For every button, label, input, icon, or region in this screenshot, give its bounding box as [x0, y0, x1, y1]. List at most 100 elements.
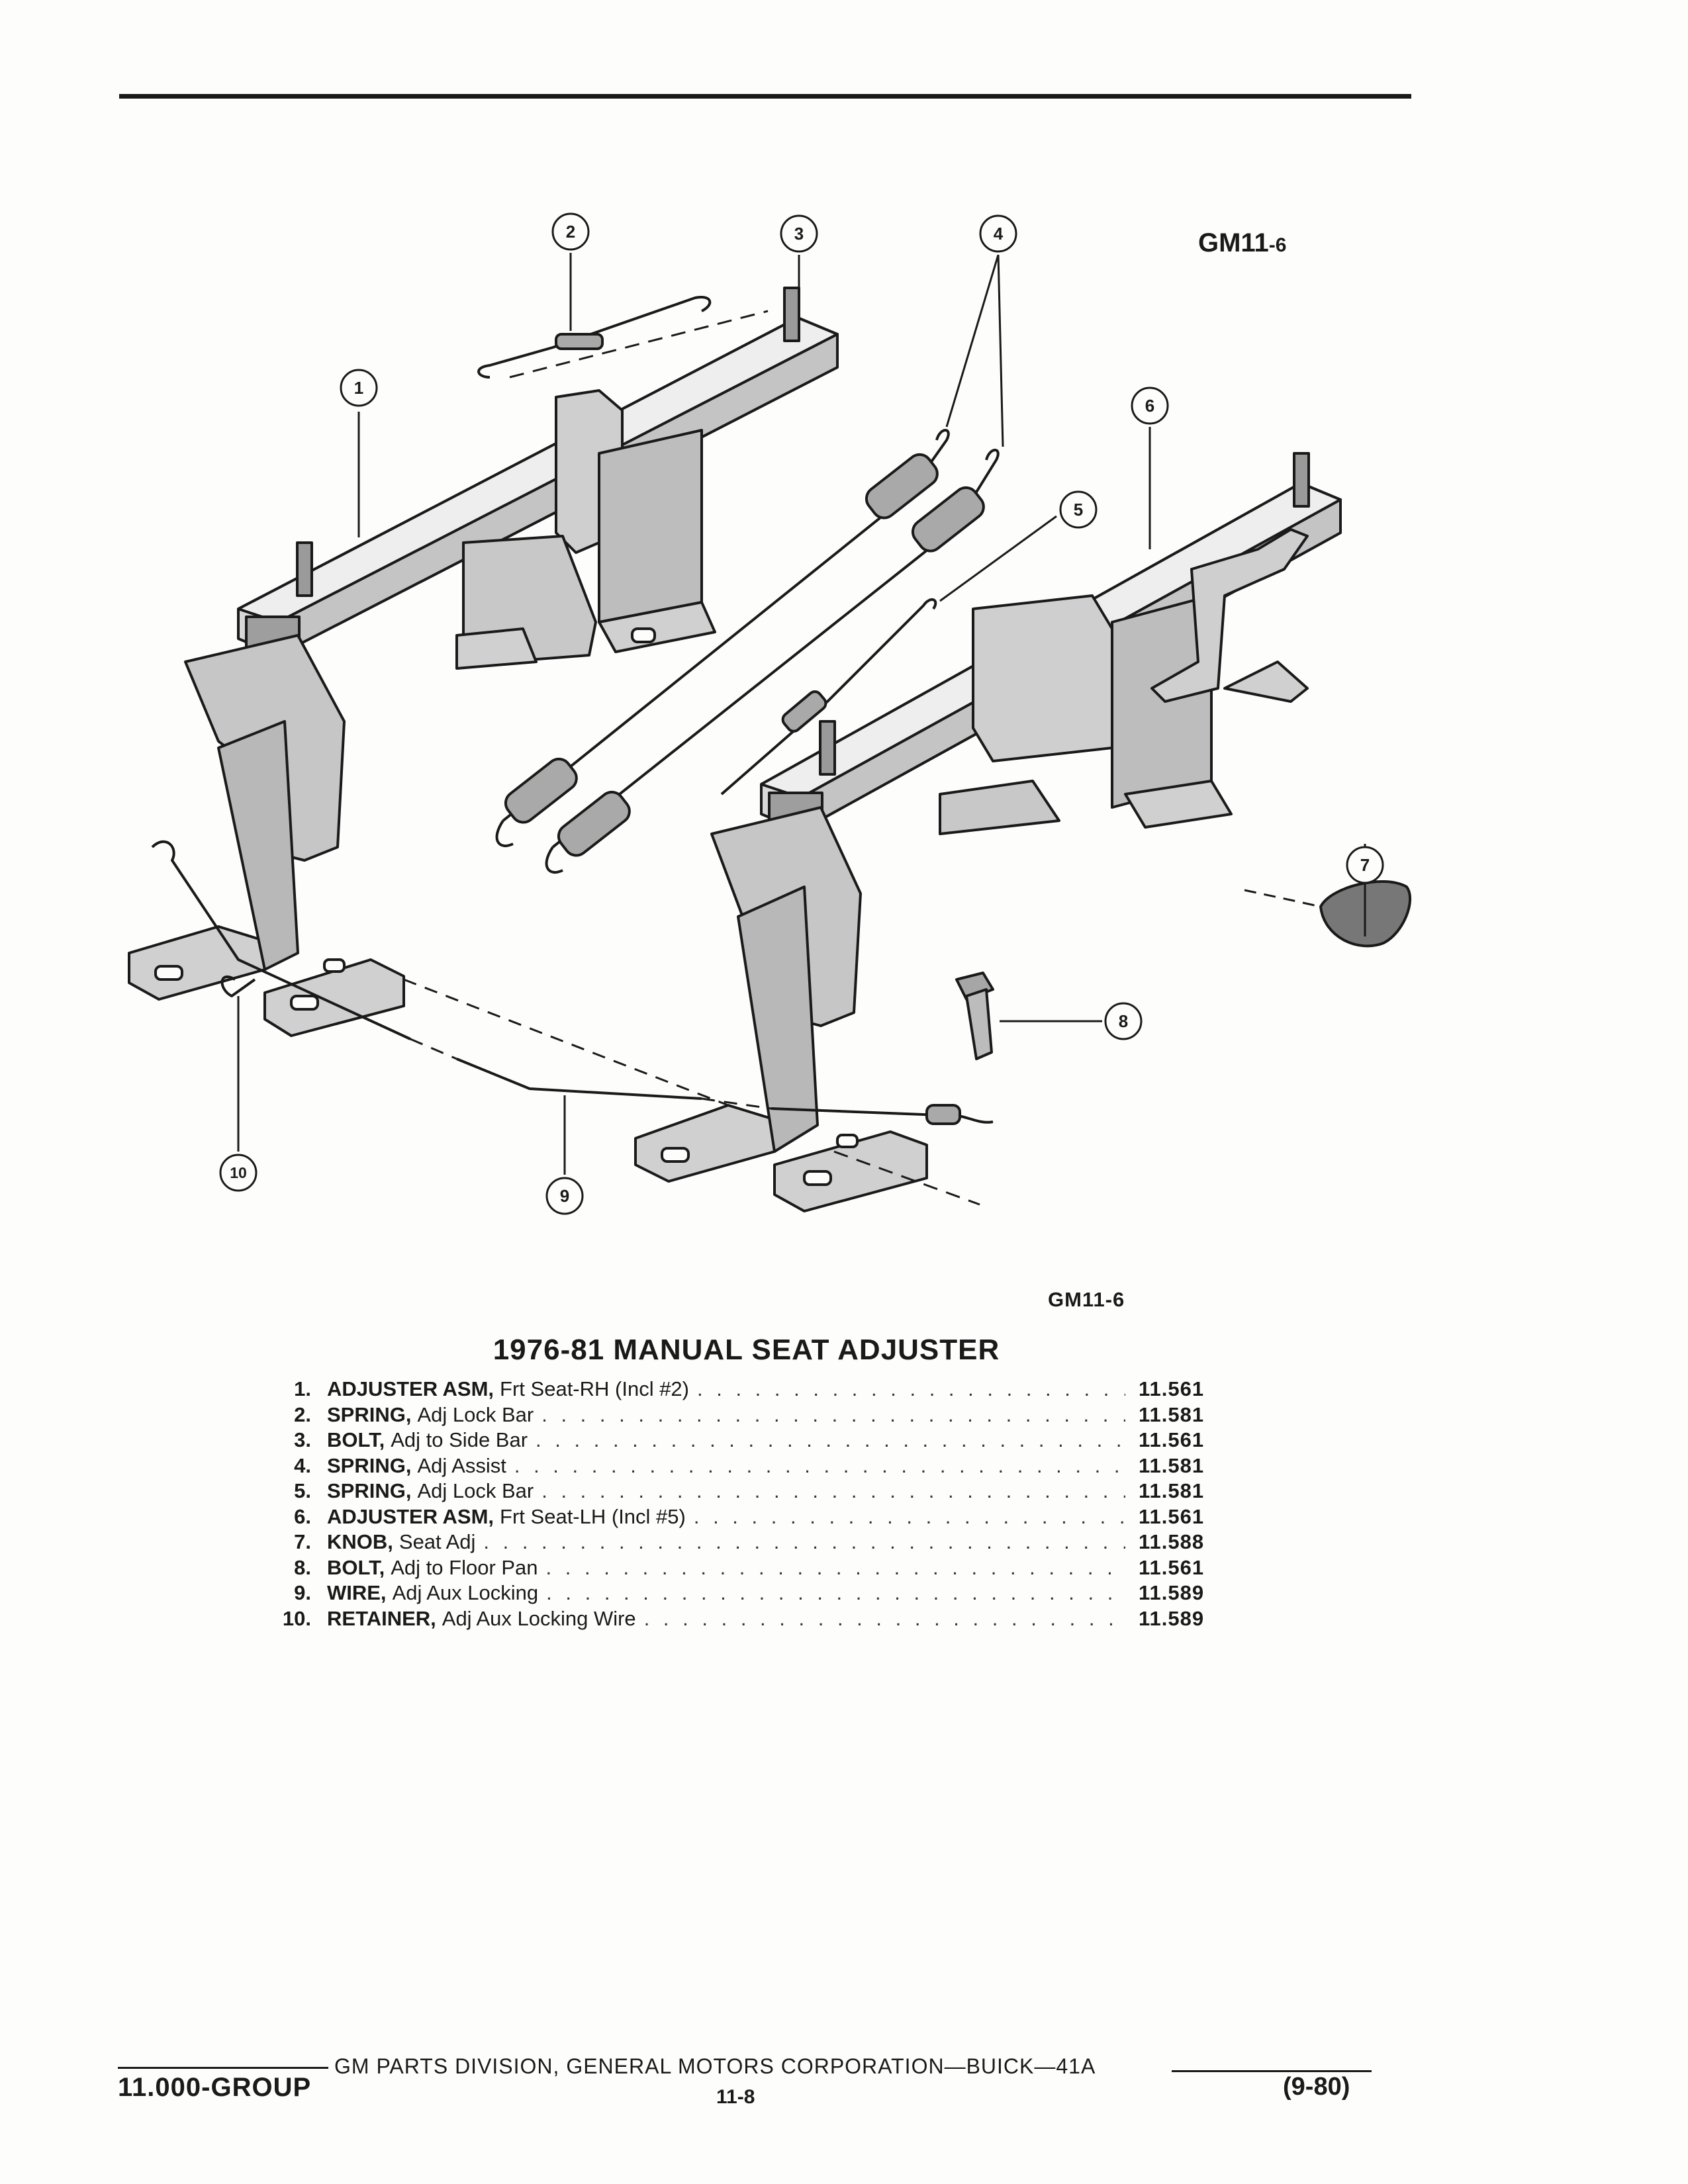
part-name: RETAINER, [327, 1606, 436, 1630]
callout-5-label: 5 [1074, 500, 1083, 520]
part-name: SPRING, [327, 1453, 412, 1477]
seat-adjuster-diagram: 1 2 3 4 5 6 7 8 9 10 [128, 212, 1411, 1215]
group-number: 11.581 [1139, 1453, 1205, 1477]
rh-adjuster-assembly [128, 287, 839, 1037]
part-number: 10. [282, 1606, 311, 1630]
footer-publisher: GM PARTS DIVISION, GENERAL MOTORS CORPOR… [334, 2054, 1096, 2078]
page-number: 11-8 [716, 2086, 755, 2108]
leader-lines [237, 253, 1366, 1175]
part-number: 6. [294, 1504, 311, 1528]
bolt-8 [955, 972, 994, 1060]
part-description: Seat Adj [399, 1530, 476, 1553]
callout-1-label: 1 [354, 378, 363, 398]
footer-date: (9-80) [1283, 2073, 1350, 2101]
callout-8 [1104, 1002, 1143, 1040]
callout-2 [551, 212, 590, 251]
part-number: 7. [294, 1530, 311, 1553]
part-number: 2. [294, 1402, 311, 1426]
illustration-code: GM11-6 [1198, 228, 1287, 257]
part-name: SPRING, [327, 1479, 412, 1502]
callout-6-label: 6 [1145, 396, 1154, 416]
part-number: 5. [294, 1479, 311, 1502]
callouts [219, 212, 1384, 1215]
part-number: 9. [294, 1581, 311, 1604]
part-description: Adj Assist [417, 1453, 506, 1477]
callout-7 [1346, 846, 1384, 884]
lh-adjuster-assembly [634, 452, 1342, 1212]
dot-leader [536, 1428, 1125, 1453]
list-item: 1. ADJUSTER ASM, Frt Seat-RH (Incl #2) 1… [265, 1377, 1258, 1402]
list-item: 5. SPRING, Adj Lock Bar 11.581 [265, 1479, 1258, 1504]
parts-list: 1. ADJUSTER ASM, Frt Seat-RH (Incl #2) 1… [265, 1377, 1258, 1631]
list-item: 10. RETAINER, Adj Aux Locking Wire 11.58… [265, 1606, 1258, 1632]
part-description: Adj to Floor Pan [391, 1555, 538, 1579]
dot-leader [697, 1377, 1125, 1402]
group-number: 11.581 [1139, 1479, 1205, 1502]
dot-leader [514, 1453, 1125, 1479]
part-description: Frt Seat-LH (Incl #5) [500, 1504, 686, 1528]
page-title: 1976-81 MANUAL SEAT ADJUSTER [492, 1334, 1000, 1366]
dot-leader [546, 1555, 1125, 1580]
dot-leader [541, 1479, 1125, 1504]
footer-rule-right [1172, 2070, 1372, 2072]
callout-10-label: 10 [230, 1164, 247, 1181]
part-description: Adj Lock Bar [417, 1479, 534, 1502]
dot-leader [546, 1580, 1125, 1606]
callout-7-label: 7 [1360, 855, 1370, 875]
group-number: 11.561 [1139, 1555, 1205, 1579]
list-item: 4. SPRING, Adj Assist 11.581 [265, 1453, 1258, 1479]
callout-1 [340, 369, 378, 407]
spring-2 [477, 296, 712, 379]
callout-4 [979, 214, 1017, 253]
callout-8-label: 8 [1119, 1011, 1128, 1031]
list-item: 9. WIRE, Adj Aux Locking 11.589 [265, 1580, 1258, 1606]
spring-5 [720, 598, 937, 796]
group-number: 11.588 [1139, 1530, 1205, 1553]
retainer-10 [220, 975, 256, 997]
group-number: 11.561 [1139, 1377, 1205, 1400]
part-description: Adj to Side Bar [391, 1428, 528, 1451]
callout-9-label: 9 [560, 1186, 569, 1206]
spring-4 [495, 429, 1000, 874]
dot-leader [541, 1402, 1125, 1428]
part-description: Adj Aux Locking [392, 1581, 539, 1604]
callout-4-label: 4 [994, 224, 1004, 244]
list-item: 3. BOLT, Adj to Side Bar 11.561 [265, 1428, 1258, 1453]
group-number: 11.561 [1139, 1504, 1205, 1528]
part-name: KNOB, [327, 1530, 393, 1553]
top-rule [119, 94, 1411, 99]
callout-10 [219, 1154, 258, 1192]
dot-leader [483, 1529, 1125, 1555]
group-number: 11.589 [1139, 1581, 1205, 1604]
part-description: Adj Lock Bar [417, 1402, 534, 1426]
part-number: 3. [294, 1428, 311, 1451]
callout-5 [1059, 490, 1098, 529]
callout-2-label: 2 [566, 222, 575, 242]
list-item: 6. ADJUSTER ASM, Frt Seat-LH (Incl #5) 1… [265, 1504, 1258, 1530]
part-name: WIRE, [327, 1581, 387, 1604]
callout-9 [545, 1177, 584, 1215]
part-number: 1. [294, 1377, 311, 1400]
part-name: BOLT, [327, 1555, 385, 1579]
part-name: ADJUSTER ASM, [327, 1504, 494, 1528]
dot-leader [644, 1606, 1125, 1631]
part-number: 8. [294, 1555, 311, 1579]
part-number: 4. [294, 1453, 311, 1477]
part-name: SPRING, [327, 1402, 412, 1426]
footer-rule-left [118, 2067, 328, 2069]
caption-code: GM11-6 [1048, 1288, 1125, 1311]
list-item: 7. KNOB, Seat Adj 11.588 [265, 1529, 1258, 1555]
part-description: Frt Seat-RH (Incl #2) [500, 1377, 689, 1400]
dot-leader [694, 1504, 1125, 1529]
part-name: BOLT, [327, 1428, 385, 1451]
group-number: 11.561 [1139, 1428, 1205, 1451]
list-item: 2. SPRING, Adj Lock Bar 11.581 [265, 1402, 1258, 1428]
callout-3-label: 3 [794, 224, 804, 244]
callout-3 [780, 214, 818, 253]
footer-group: 11.000-GROUP [118, 2073, 312, 2102]
part-name: ADJUSTER ASM, [327, 1377, 494, 1400]
group-number: 11.581 [1139, 1402, 1205, 1426]
wire-9 [151, 840, 994, 1125]
part-description: Adj Aux Locking Wire [442, 1606, 636, 1630]
callout-6 [1131, 387, 1169, 425]
